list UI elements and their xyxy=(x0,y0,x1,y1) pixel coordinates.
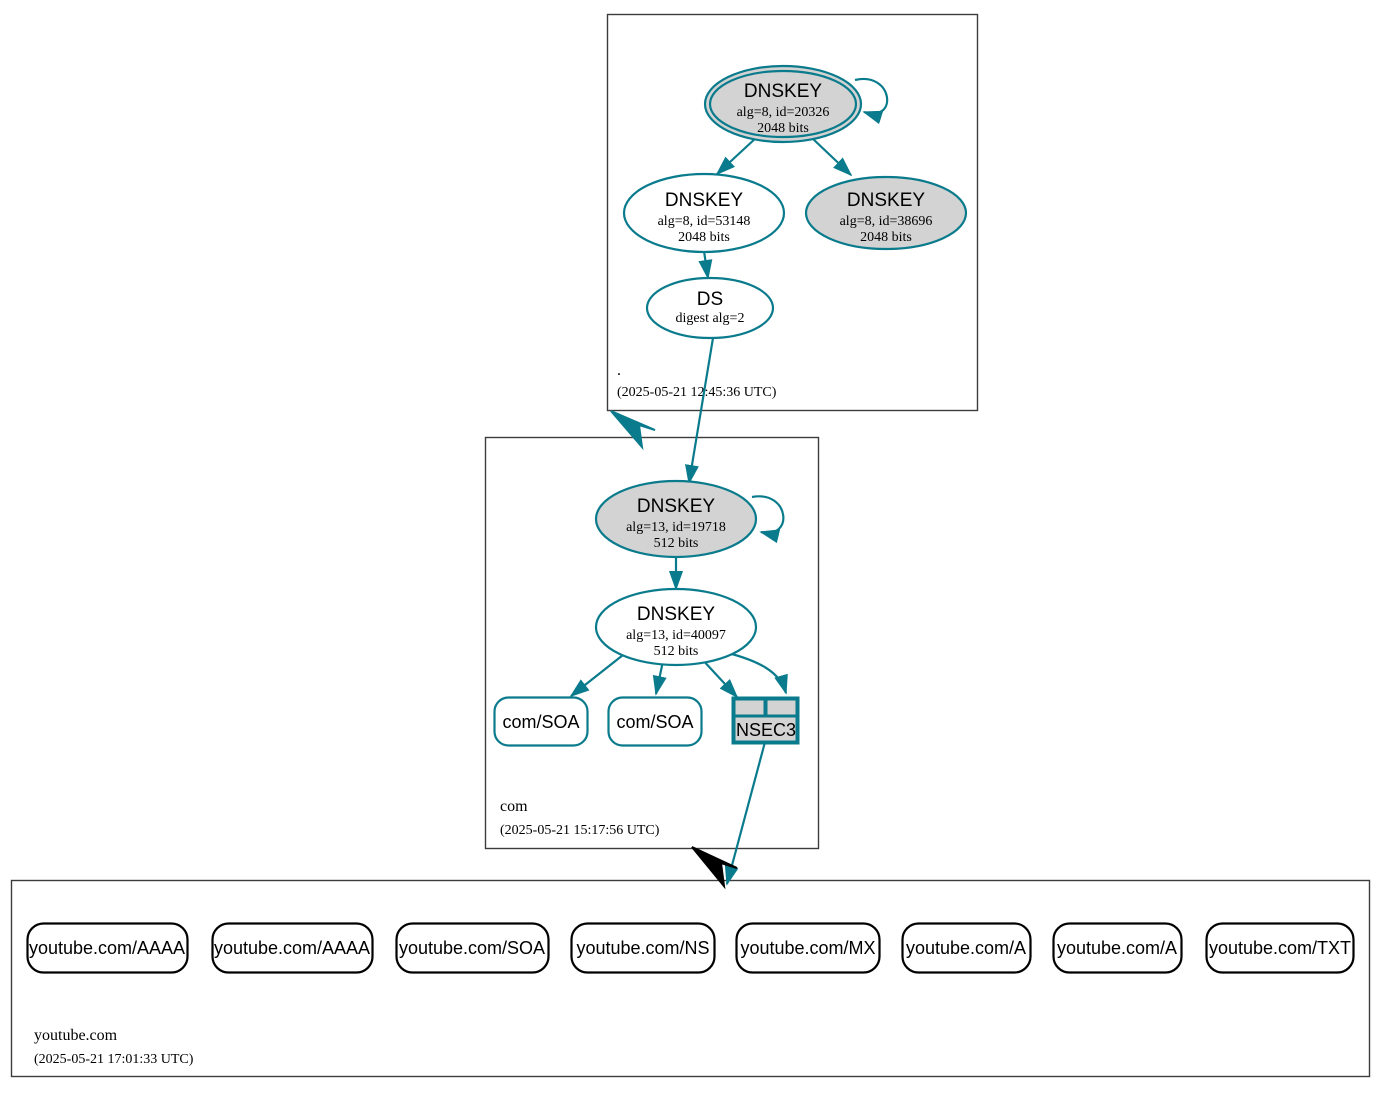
rrset-yt-aaaa-1-box xyxy=(26,922,189,974)
rrset-com-soa-2-label: com/SOA xyxy=(616,712,693,732)
node-root-dnskey-53148[interactable]: DNSKEY alg=8, id=53148 2048 bits xyxy=(622,172,786,254)
rrset-yt-txt-box xyxy=(1205,922,1355,974)
rrset-yt-a-2-box xyxy=(1052,922,1183,974)
rrset-com-soa-2-box xyxy=(607,696,703,747)
delegation-arrow-com-to-youtube xyxy=(691,846,738,890)
zone-youtube-border xyxy=(10,879,1371,1078)
rrset-yt-ns-box xyxy=(570,922,716,974)
node-com-ksk-line2: alg=13, id=19718 xyxy=(626,520,726,535)
node-root-ksk-line3: 2048 bits xyxy=(757,121,809,136)
rrset-com-soa-1[interactable]: com/SOA xyxy=(493,696,589,747)
zone-root-date: (2025-05-21 12:45:36 UTC) xyxy=(617,385,777,400)
node-com-ksk[interactable]: DNSKEY alg=13, id=19718 512 bits xyxy=(594,479,758,559)
node-root-53148-ellipse xyxy=(622,172,786,254)
node-root-ksk-title: DNSKEY xyxy=(744,81,822,102)
zone-com-date: (2025-05-21 15:17:56 UTC) xyxy=(500,823,660,838)
zone-root-name: . xyxy=(617,362,621,379)
rrset-yt-aaaa-2[interactable]: youtube.com/AAAA xyxy=(211,922,374,974)
zone-root-border xyxy=(606,13,979,412)
edge-com-zsk-to-soa2 xyxy=(652,660,667,696)
node-root-ksk[interactable]: DNSKEY alg=8, id=20326 2048 bits xyxy=(703,64,863,144)
rrset-yt-soa-box xyxy=(395,922,550,974)
edge-nsec3-to-youtube xyxy=(724,741,767,886)
edge-root-53148-to-ds xyxy=(698,250,713,280)
node-com-nsec3[interactable]: NSEC3 xyxy=(731,696,800,745)
node-com-zsk-ellipse xyxy=(594,587,758,667)
nsec3-label: NSEC3 xyxy=(736,720,796,740)
node-com-zsk[interactable]: DNSKEY alg=13, id=40097 512 bits xyxy=(594,587,758,667)
edge-root-ksk-to-38696 xyxy=(811,137,853,177)
edge-com-zsk-to-soa1 xyxy=(569,654,624,698)
node-root-ksk-ellipse-inner xyxy=(708,69,858,139)
node-root-38696-line2: alg=8, id=38696 xyxy=(840,214,933,229)
nsec3-header-cell-right xyxy=(765,698,798,717)
node-com-zsk-line3: 512 bits xyxy=(654,644,699,659)
rrset-com-soa-1-box xyxy=(493,696,589,747)
rrset-yt-mx-box xyxy=(735,922,881,974)
rrset-yt-txt[interactable]: youtube.com/TXT xyxy=(1205,922,1355,974)
nsec3-header-cell-left xyxy=(733,698,766,717)
rrset-yt-ns-label: youtube.com/NS xyxy=(576,938,709,958)
zone-com-name: com xyxy=(500,798,528,815)
rrset-yt-txt-label: youtube.com/TXT xyxy=(1209,938,1351,958)
node-com-zsk-line2: alg=13, id=40097 xyxy=(626,628,726,643)
nsec3-outer-border xyxy=(731,696,800,745)
node-root-53148-line3: 2048 bits xyxy=(678,230,730,245)
edge-ds-to-com-dnskey xyxy=(685,337,715,485)
rrset-yt-a-1-box xyxy=(901,922,1032,974)
zone-com: com (2025-05-21 15:17:56 UTC) xyxy=(484,436,820,850)
rrset-yt-a-1[interactable]: youtube.com/A xyxy=(901,922,1032,974)
node-com-ksk-ellipse xyxy=(594,479,758,559)
node-root-ksk-line2: alg=8, id=20326 xyxy=(737,105,830,120)
node-root-38696-ellipse xyxy=(804,175,968,251)
node-root-53148-title: DNSKEY xyxy=(665,190,743,211)
zone-com-border xyxy=(484,436,820,850)
node-root-38696-title: DNSKEY xyxy=(847,190,925,211)
node-root-38696-line3: 2048 bits xyxy=(860,230,912,245)
node-com-ksk-title: DNSKEY xyxy=(637,496,715,517)
rrset-yt-a-1-label: youtube.com/A xyxy=(906,938,1026,958)
rrset-yt-aaaa-2-box xyxy=(211,922,374,974)
edge-root-ksk-to-53148 xyxy=(715,136,758,176)
node-root-ds-title: DS xyxy=(697,289,723,310)
rrset-yt-mx[interactable]: youtube.com/MX xyxy=(735,922,881,974)
rrset-yt-soa[interactable]: youtube.com/SOA xyxy=(395,922,550,974)
rrset-yt-mx-label: youtube.com/MX xyxy=(740,938,875,958)
edge-com-zsk-to-nsec3-a xyxy=(699,656,739,699)
rrset-yt-a-2-label: youtube.com/A xyxy=(1057,938,1177,958)
node-root-dnskey-38696[interactable]: DNSKEY alg=8, id=38696 2048 bits xyxy=(804,175,968,251)
rrset-yt-soa-label: youtube.com/SOA xyxy=(399,938,545,958)
node-root-ksk-ellipse-outer xyxy=(703,64,863,144)
node-com-zsk-title: DNSKEY xyxy=(637,604,715,625)
rrset-yt-aaaa-1[interactable]: youtube.com/AAAA xyxy=(26,922,189,974)
delegation-arrow-root-to-com xyxy=(610,410,656,451)
rrset-com-soa-1-label: com/SOA xyxy=(502,712,579,732)
rrset-yt-aaaa-2-label: youtube.com/AAAA xyxy=(214,938,370,958)
edge-com-ksk-selfsign xyxy=(751,495,785,544)
node-root-ds-line2: digest alg=2 xyxy=(676,311,745,326)
rrset-yt-ns[interactable]: youtube.com/NS xyxy=(570,922,716,974)
node-root-ds-ellipse xyxy=(645,276,775,340)
node-root-ds[interactable]: DS digest alg=2 xyxy=(645,276,775,340)
zone-youtube-date: (2025-05-21 17:01:33 UTC) xyxy=(34,1052,194,1067)
rrset-yt-aaaa-1-label: youtube.com/AAAA xyxy=(29,938,185,958)
edge-root-ksk-selfsign xyxy=(854,77,889,125)
rrset-com-soa-2[interactable]: com/SOA xyxy=(607,696,703,747)
zone-youtube: youtube.com (2025-05-21 17:01:33 UTC) xyxy=(10,879,1371,1078)
node-root-53148-line2: alg=8, id=53148 xyxy=(658,214,751,229)
zone-youtube-name: youtube.com xyxy=(34,1027,118,1044)
rrset-yt-a-2[interactable]: youtube.com/A xyxy=(1052,922,1183,974)
node-com-ksk-line3: 512 bits xyxy=(654,536,699,551)
zone-root: . (2025-05-21 12:45:36 UTC) xyxy=(606,13,979,412)
